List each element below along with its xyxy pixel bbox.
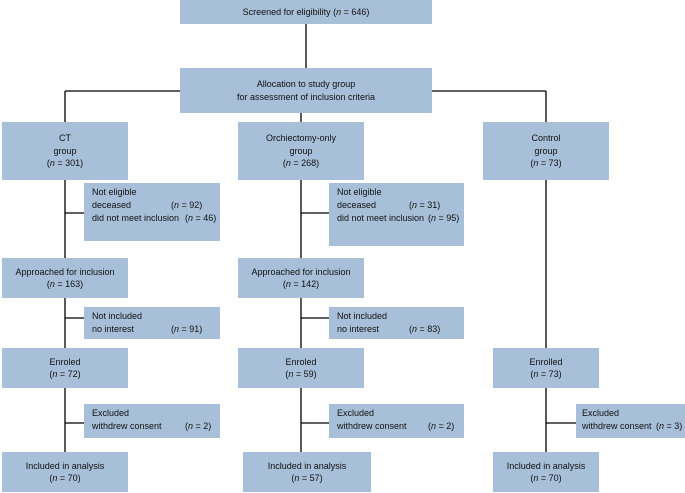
no-interest-label: no interest [337,324,380,334]
ct-not-included-box: Not included no interest (n = 91) [84,307,220,339]
approached-n: (n = 163) [46,279,84,289]
not-meet-n: (n = 95) [428,213,460,223]
excluded-title: Excluded [92,408,130,418]
included-label: Included in analysis [25,460,105,471]
not-meet-label: did not meet inclusion [337,213,425,223]
not-eligible-title: Not eligible [92,187,137,197]
orchiectomy-not-included-box: Not included no interest (n = 83) [329,307,464,339]
included-label: Included in analysis [506,460,586,471]
orchiectomy-group-box: Orchiectomy-only group (n = 268) [238,122,364,180]
ct-not-eligible-box: Not eligible deceased (n = 92) did not me… [84,183,220,241]
enroled-n: (n = 73) [530,369,562,379]
group-n: (n = 73) [530,158,562,169]
group-n: (n = 268) [282,158,320,169]
group-title: CT [59,133,71,144]
deceased-label: deceased [337,200,377,210]
included-n: (n = 70) [49,473,81,483]
orchiectomy-not-eligible-box: Not eligible deceased (n = 31) did not me… [329,183,464,246]
ct-approached-box: Approached for inclusion (n = 163) [2,258,128,298]
orchiectomy-approached-box: Approached for inclusion (n = 142) [238,258,364,298]
withdrew-n: (n = 2) [428,421,455,431]
approached-n: (n = 142) [282,279,320,289]
group-subtitle: group [53,145,77,156]
not-meet-n: (n = 46) [185,213,217,223]
included-n: (n = 57) [291,473,323,483]
orchiectomy-included-box: Included in analysis (n = 57) [243,452,371,492]
excluded-title: Excluded [582,408,620,418]
ct-excluded-box: Excluded withdrew consent (n = 2) [84,404,220,438]
group-subtitle: group [534,145,558,156]
control-enroled-box: Enrolled (n = 73) [493,348,599,388]
not-included-title: Not included [337,311,388,321]
group-subtitle: group [289,145,313,156]
group-title: Orchiectomy-only [265,133,337,144]
allocation-box: Allocation to study group for assessment… [180,68,432,113]
no-interest-n: (n = 83) [409,324,441,334]
enroled-label: Enroled [285,356,317,367]
enroled-label: Enrolled [529,356,563,367]
enroled-label: Enroled [49,356,81,367]
approached-label: Approached for inclusion [251,266,351,277]
orchiectomy-enroled-box: Enroled (n = 59) [238,348,364,388]
withdrew-label: withdrew consent [582,421,652,431]
ct-included-box: Included in analysis (n = 70) [2,452,128,492]
not-eligible-title: Not eligible [337,187,382,197]
allocation-line2: for assessment of inclusion criteria [236,91,376,102]
group-title: Control [531,133,561,144]
control-excluded-box: Excluded withdrew consent (n = 3) [576,404,685,438]
included-n: (n = 70) [530,473,562,483]
withdrew-label: withdrew consent [92,421,162,431]
not-included-title: Not included [92,311,143,321]
enroled-n: (n = 72) [49,369,81,379]
approached-label: Approached for inclusion [15,266,115,277]
control-group-box: Control group (n = 73) [483,122,609,180]
deceased-n: (n = 31) [409,200,441,210]
no-interest-n: (n = 91) [171,324,203,334]
ct-group-box: CT group (n = 301) [2,122,128,180]
enroled-n: (n = 59) [285,369,317,379]
group-n: (n = 301) [46,158,84,169]
ct-enroled-box: Enroled (n = 72) [2,348,128,388]
screened-label: Screened for eligibility (n = 646) [242,6,370,17]
not-meet-label: did not meet inclusion [92,213,180,223]
control-included-box: Included in analysis (n = 70) [493,452,599,492]
withdrew-n: (n = 3) [656,421,683,431]
screened-box: Screened for eligibility (n = 646) [180,0,432,24]
withdrew-label: withdrew consent [337,421,407,431]
orchiectomy-excluded-box: Excluded withdrew consent (n = 2) [329,404,464,438]
excluded-title: Excluded [337,408,375,418]
included-label: Included in analysis [267,460,347,471]
deceased-n: (n = 92) [171,200,203,210]
allocation-line1: Allocation to study group [256,79,356,89]
deceased-label: deceased [92,200,132,210]
no-interest-label: no interest [92,324,135,334]
withdrew-n: (n = 2) [185,421,212,431]
